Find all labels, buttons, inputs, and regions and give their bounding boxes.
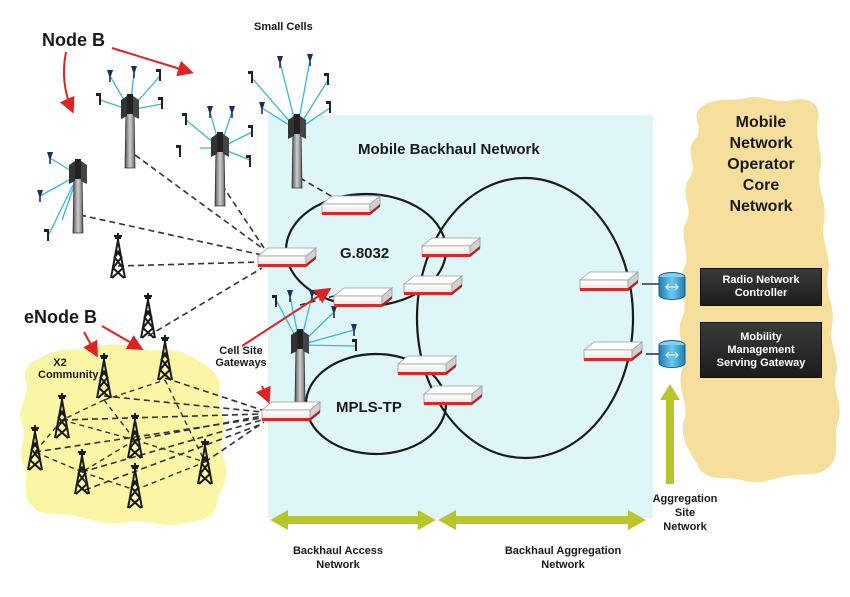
backhaul-network-area (268, 115, 653, 518)
database-controller-icon (658, 339, 686, 369)
small-cells-cluster-2 (272, 290, 357, 404)
node-b-mast-icon (68, 158, 88, 234)
enode-b-tower-icon (110, 232, 126, 279)
small-cells-cluster (248, 54, 331, 189)
mobility-management-box: Mobility Management Serving Gateway (700, 322, 822, 378)
enode-b-label: eNode B (24, 307, 98, 327)
red-annotation-arrows (59, 47, 332, 404)
node-b-mast-icon (210, 131, 230, 207)
green-span-arrows (270, 384, 680, 530)
ring-device-junction-upper (403, 275, 463, 296)
x2-community-cloud (20, 344, 227, 525)
radio-network-controller-box: Radio Network Controller (700, 268, 822, 306)
cell-site-gateway-icon (257, 247, 317, 268)
aggregation-ring (415, 176, 635, 460)
backhaul-aggregation-network-label: Backhaul Aggregation Network (504, 545, 622, 571)
backhaul-access-network-label: Backhaul Access Network (292, 545, 384, 571)
database-controller-icon (658, 271, 686, 301)
node-b-cluster-2 (176, 106, 253, 207)
ring-device-g8032-right (421, 237, 481, 258)
aggregation-device-lower (583, 341, 643, 362)
small-cells-label: Small Cells (254, 21, 313, 33)
ring-device-junction-lower (397, 355, 457, 376)
dashed-links (34, 154, 339, 491)
g8032-label: G.8032 (340, 245, 390, 262)
ring-device-mpls-right (423, 385, 483, 406)
x2-mesh-links (34, 379, 206, 491)
x2-community-label: X2 Community (38, 357, 99, 381)
cell-site-gateways-label: Cell Site Gateways (215, 345, 267, 369)
aggregation-site-network-label: Aggregation Site Network (652, 493, 718, 533)
access-device-top (321, 195, 381, 216)
cell-site-gateway-icon (333, 287, 393, 308)
node-b-label: Node B (42, 30, 105, 50)
mpls-tp-label: MPLS-TP (336, 399, 402, 416)
node-b-cluster-3 (37, 152, 88, 241)
enode-b-tower-icon (140, 292, 156, 339)
cell-site-gateway-icon (261, 401, 321, 422)
aggregation-device-upper (579, 271, 639, 292)
mobile-backhaul-network-label: Mobile Backhaul Network (358, 141, 540, 158)
core-network-label: Mobile Network Operator Core Network (727, 114, 795, 215)
node-b-cluster-1 (96, 66, 163, 169)
